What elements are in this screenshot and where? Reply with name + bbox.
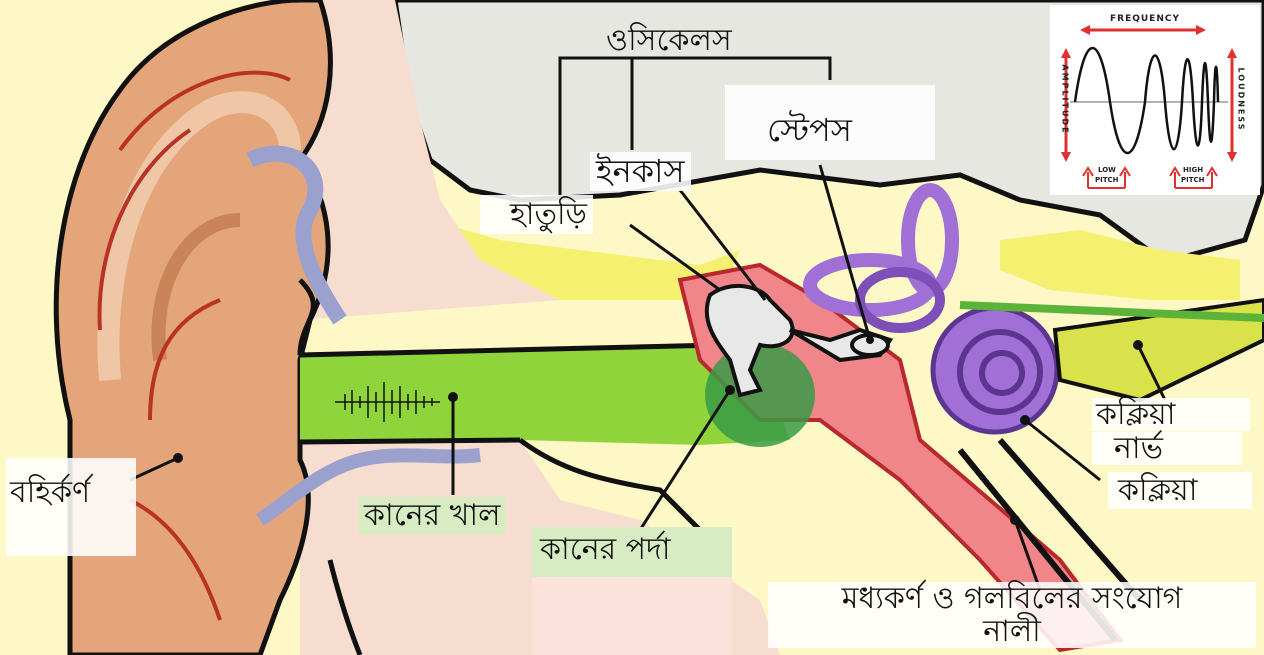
label-ossicles: ওসিকেলস [606, 24, 732, 57]
label-cochlea: কক্লিয়া [1108, 472, 1252, 509]
inset-high-pitch-2: PITCH [1181, 176, 1205, 184]
label-eardrum: কানের পর্দা [532, 527, 732, 655]
label-malleus: হাতুড়ি [480, 195, 593, 234]
label-eustachian-2: নালী [768, 615, 1256, 648]
inset-frequency-label: FREQUENCY [1110, 14, 1180, 24]
label-ear-canal: কানের খাল [358, 497, 506, 534]
inset-amplitude-label: AMPLITUDE [1061, 45, 1070, 155]
label-incus: ইনকাস [590, 152, 691, 191]
inset-high-pitch-1: HIGH [1183, 166, 1203, 174]
label-stapes: স্টেপস [725, 85, 935, 160]
label-cochlear-nerve-1: কক্লিয়া [1092, 398, 1250, 431]
label-eustachian-1: মধ্যকর্ণ ও গলবিলের সংযোগ [768, 582, 1256, 615]
inset-low-pitch-1: LOW [1098, 166, 1116, 174]
label-outer-ear: বহির্কর্ণ [6, 458, 136, 556]
inset-low-pitch-2: PITCH [1095, 176, 1119, 184]
eardrum-shape [705, 343, 815, 447]
inset-loudness-label: LOUDNESS [1237, 45, 1246, 155]
frequency-inset [1050, 5, 1260, 195]
label-cochlear-nerve-2: নার্ভ [1092, 432, 1242, 465]
